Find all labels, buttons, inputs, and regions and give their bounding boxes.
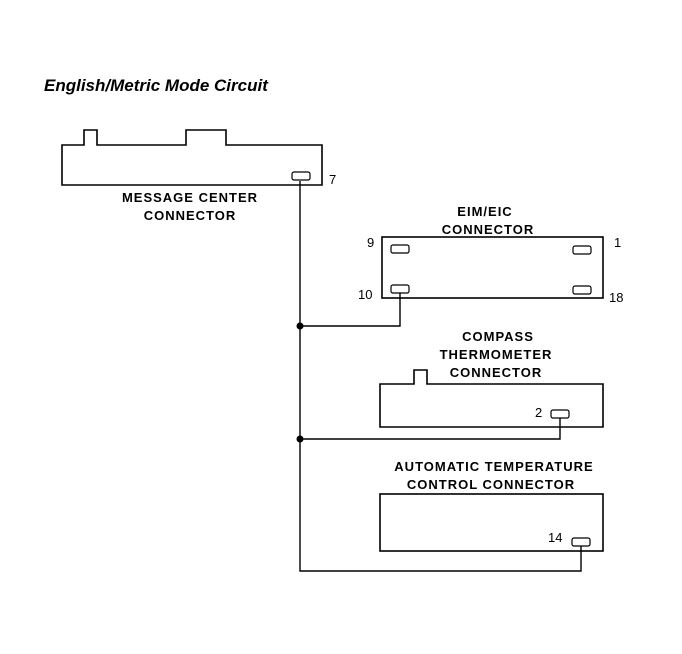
message-center-connector-body (61, 129, 323, 186)
atc-connector-body (379, 493, 604, 552)
eim-eic-label-line1: EIM/EIC (457, 204, 512, 219)
atc-label-line2: CONTROL CONNECTOR (407, 477, 575, 492)
compass-thermometer-connector: COMPASS THERMOMETER CONNECTOR 2 (379, 329, 604, 428)
circuit-wiring (296, 181, 582, 572)
main-bus-wire (299, 181, 582, 572)
eim-eic-pin-1-label: 1 (614, 235, 621, 250)
eim-eic-pin-9-label: 9 (367, 235, 374, 250)
compass-pin-2-wire (300, 418, 561, 440)
eim-eic-pin-10-wire (300, 293, 401, 327)
diagram-title: English/Metric Mode Circuit (44, 76, 269, 95)
automatic-temperature-control-connector: AUTOMATIC TEMPERATURE CONTROL CONNECTOR … (379, 459, 604, 552)
message-center-label-line1: MESSAGE CENTER (122, 190, 258, 205)
compass-connector-body (379, 369, 604, 428)
atc-label-line1: AUTOMATIC TEMPERATURE (394, 459, 593, 474)
atc-pin-14-label: 14 (548, 530, 562, 545)
message-center-connector: 7 MESSAGE CENTER CONNECTOR (61, 129, 336, 223)
message-center-pin-7-terminal (291, 171, 311, 181)
eim-eic-connector-body (381, 236, 604, 299)
compass-label-line3: CONNECTOR (450, 365, 543, 380)
atc-pin-14-terminal (571, 537, 591, 547)
message-center-pin-7-label: 7 (329, 172, 336, 187)
eim-eic-pin-18-terminal (572, 285, 592, 295)
compass-label-line2: THERMOMETER (440, 347, 553, 362)
eim-eic-pin-10-label: 10 (358, 287, 372, 302)
eim-eic-pin-10-terminal (390, 284, 410, 294)
eim-eic-pin-1-terminal (572, 245, 592, 255)
message-center-label-line2: CONNECTOR (144, 208, 237, 223)
eim-eic-connector: EIM/EIC CONNECTOR 9 1 10 18 (358, 204, 623, 305)
eim-eic-label-line2: CONNECTOR (442, 222, 535, 237)
compass-label-line1: COMPASS (462, 329, 534, 344)
compass-pin-2-label: 2 (535, 405, 542, 420)
eim-eic-pin-18-label: 18 (609, 290, 623, 305)
junction-dot-eim-eic (296, 322, 304, 330)
compass-pin-2-terminal (550, 409, 570, 419)
eim-eic-pin-9-terminal (390, 244, 410, 254)
junction-dot-compass (296, 435, 304, 443)
